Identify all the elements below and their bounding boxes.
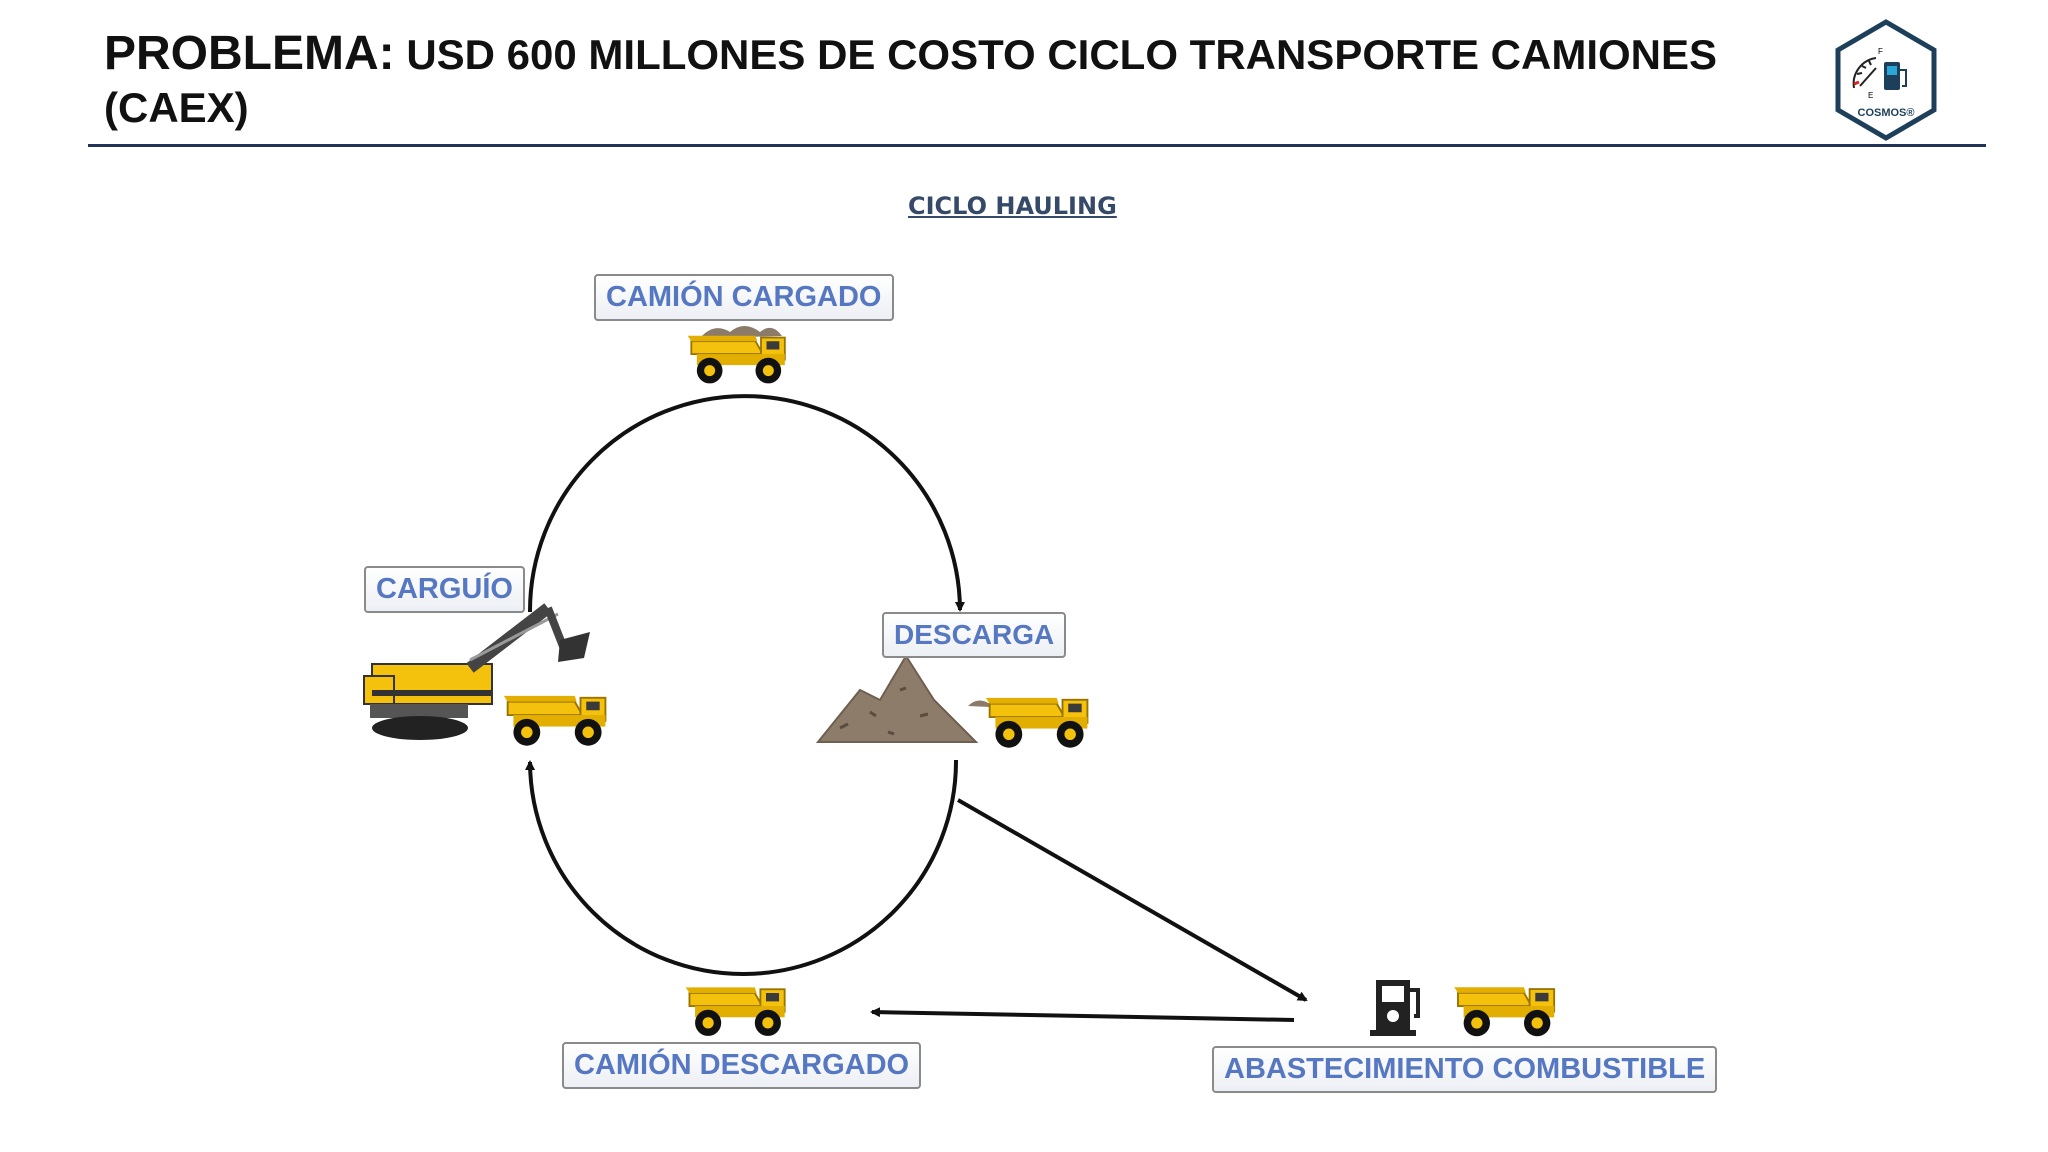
return-haul-arrow: [530, 760, 956, 974]
to-fuel-arrow: [958, 800, 1306, 1000]
empty-truck-icon: [686, 987, 785, 1036]
label-camion-descargado: CAMIÓN DESCARGADO: [562, 1042, 921, 1089]
loaded-haul-arrow: [530, 396, 960, 612]
label-abastecimiento-combustible: ABASTECIMIENTO COMBUSTIBLE: [1212, 1046, 1717, 1093]
dumping-truck-icon: [986, 698, 1088, 748]
label-carguio: CARGUÍO: [364, 566, 525, 613]
from-fuel-arrow: [872, 1012, 1294, 1020]
loading-truck-icon: [504, 696, 606, 746]
loaded-truck-icon: [688, 326, 785, 383]
label-camion-cargado: CAMIÓN CARGADO: [594, 274, 894, 321]
refueling-truck-icon: [1454, 987, 1554, 1036]
fuel-pump-icon: [1370, 980, 1418, 1036]
ore-pile-icon: [818, 656, 1012, 742]
label-descarga: DESCARGA: [882, 612, 1066, 658]
